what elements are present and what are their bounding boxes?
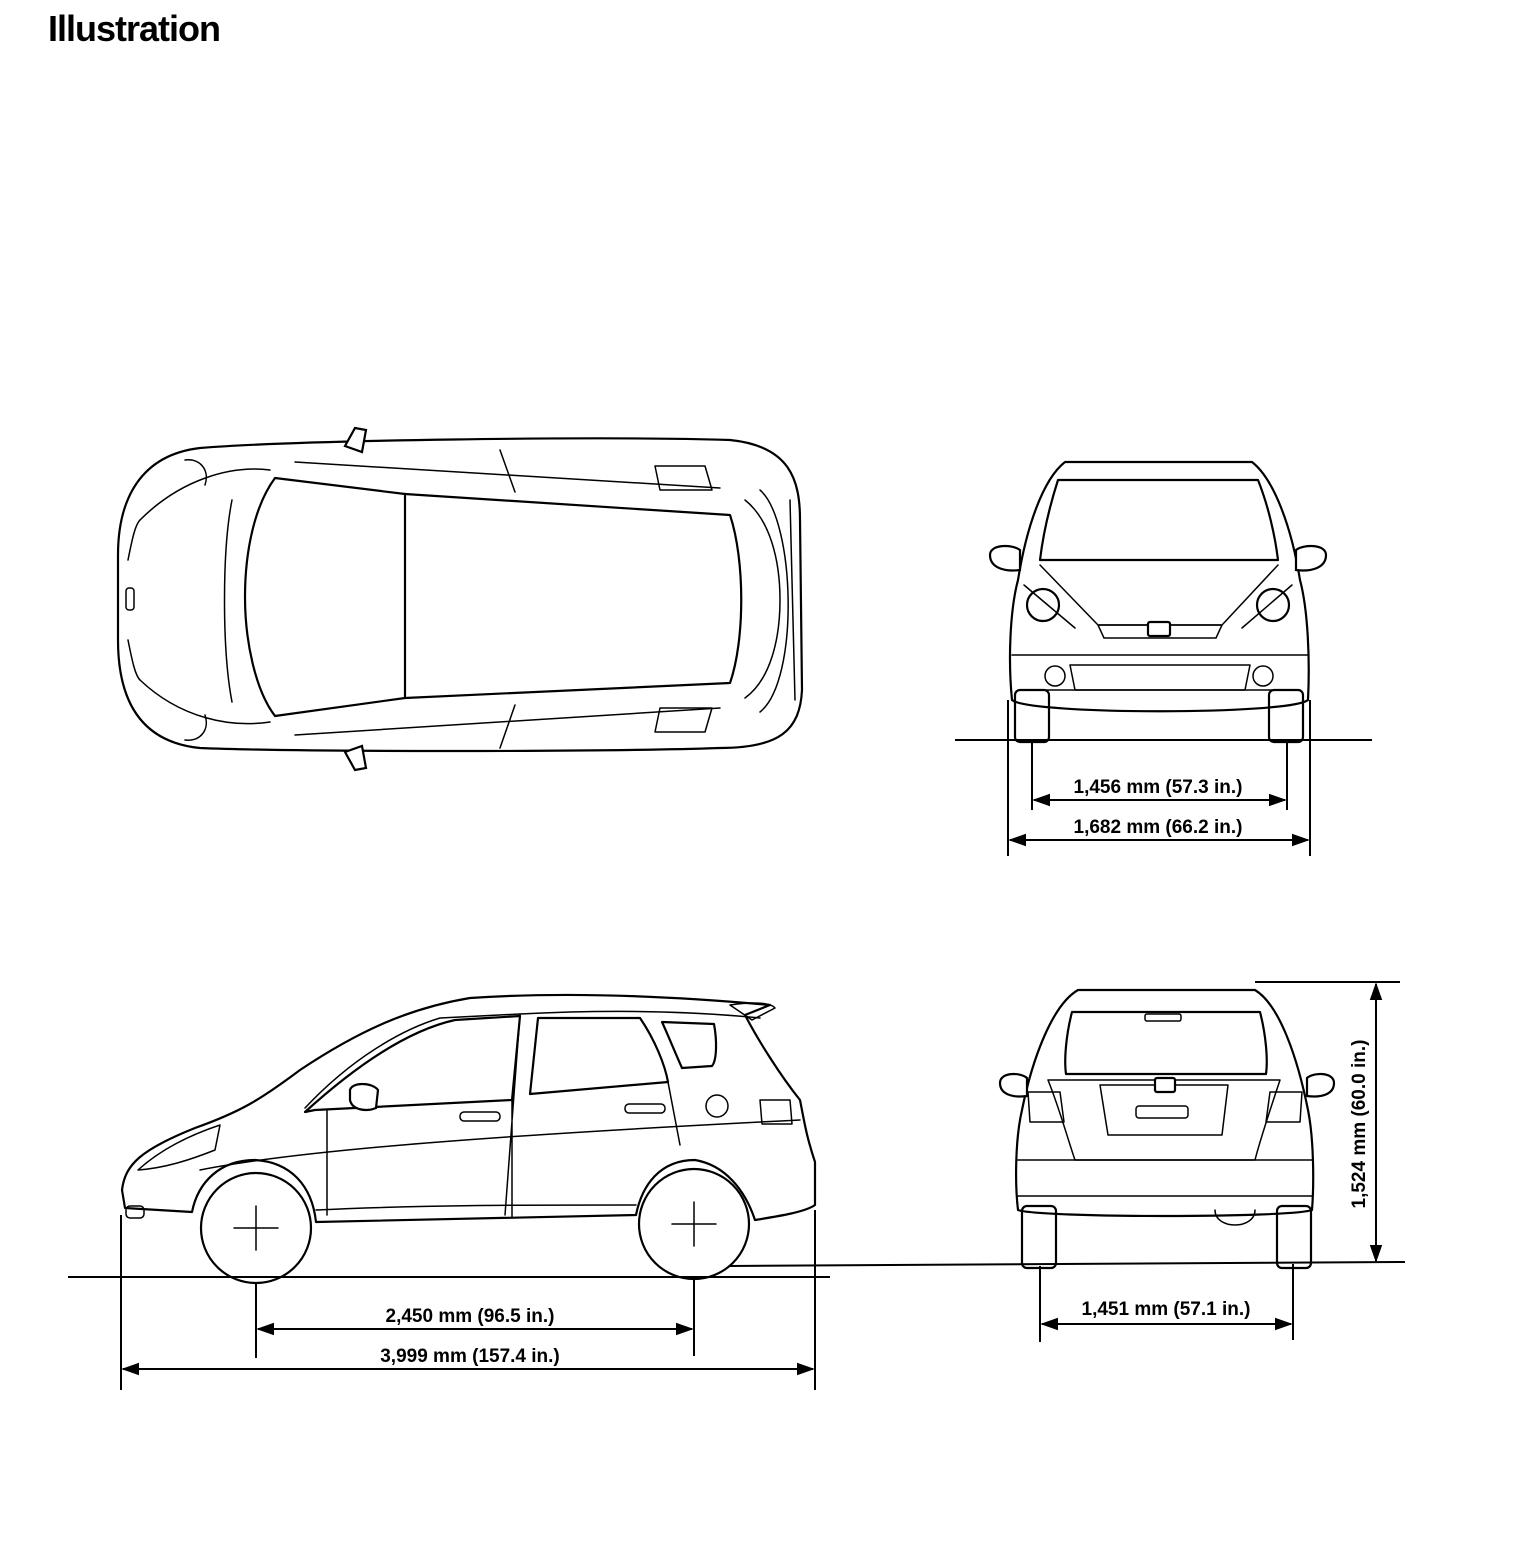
side-view-car bbox=[120, 993, 817, 1285]
wheelbase-label: 2,450 mm (96.5 in.) bbox=[386, 1306, 555, 1327]
overall-length-label: 3,999 mm (157.4 in.) bbox=[380, 1346, 560, 1367]
front-track-dimension: 1,456 mm (57.3 in.) bbox=[1031, 740, 1288, 810]
overall-width-label: 1,682 mm (66.2 in.) bbox=[1074, 817, 1243, 838]
front-view-car bbox=[988, 460, 1328, 744]
overall-length-dimension: 3,999 mm (157.4 in.) bbox=[120, 1210, 816, 1390]
overall-height-dimension: 1,524 mm (60.0 in.) bbox=[1255, 981, 1400, 1263]
page-title: Illustration bbox=[48, 8, 221, 49]
overall-height-label: 1,524 mm (60.0 in.) bbox=[1349, 1040, 1370, 1209]
top-view-car bbox=[116, 426, 804, 772]
rear-track-dimension: 1,451 mm (57.1 in.) bbox=[1039, 1264, 1294, 1342]
wheelbase-dimension: 2,450 mm (96.5 in.) bbox=[255, 1280, 695, 1358]
rear-ground-line bbox=[729, 1261, 1406, 1267]
front-track-label: 1,456 mm (57.3 in.) bbox=[1074, 777, 1243, 798]
rear-view-car bbox=[998, 988, 1336, 1270]
rear-track-label: 1,451 mm (57.1 in.) bbox=[1082, 1299, 1251, 1320]
overall-width-dimension: 1,682 mm (66.2 in.) bbox=[1007, 700, 1311, 856]
